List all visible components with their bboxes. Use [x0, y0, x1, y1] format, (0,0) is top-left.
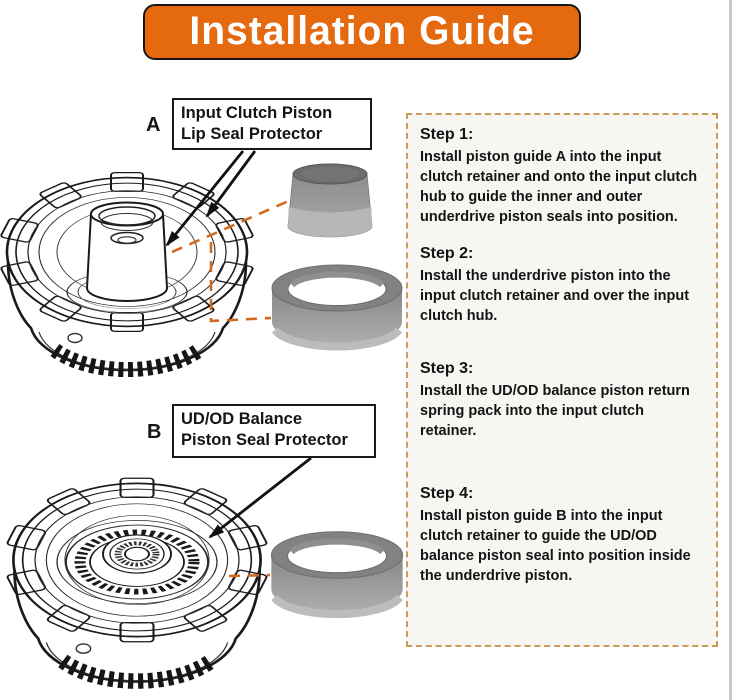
label-box-piston-guide-b: UD/OD Balance Piston Seal Protector — [172, 404, 376, 458]
connector-a-to-ring — [209, 242, 272, 323]
step-2: Step 2: Install the underdrive piston in… — [420, 245, 704, 326]
arrow-label-b-to-bowl — [208, 456, 312, 539]
label-a-line2: Lip Seal Protector — [181, 125, 323, 143]
connector-b-to-ring — [228, 573, 271, 578]
connector-a-to-cone — [171, 198, 292, 254]
label-b-line2: Piston Seal Protector — [181, 431, 348, 449]
input-clutch-retainer-drawing-a — [0, 173, 253, 370]
step-1-body: Install piston guide A into the input cl… — [420, 149, 698, 225]
pointer-arrows — [165, 150, 312, 539]
step-1: Step 1: Install piston guide A into the … — [420, 126, 704, 227]
arrow-label-a-to-hub — [165, 150, 245, 247]
part-letter-a: A — [146, 114, 161, 136]
step-3: Step 3: Install the UD/OD balance piston… — [420, 360, 704, 441]
connector-dashed-lines — [171, 198, 292, 578]
right-edge-strip — [729, 0, 732, 700]
input-clutch-retainer-drawing-b — [7, 478, 268, 681]
piston-guide-a-cone — [287, 163, 373, 238]
step-4-body: Install piston guide B into the input cl… — [420, 508, 691, 584]
page-title-banner: Installation Guide — [143, 4, 581, 60]
part-letter-b: B — [147, 421, 162, 443]
step-2-body: Install the underdrive piston into the i… — [420, 268, 690, 324]
step-4: Step 4: Install piston guide B into the … — [420, 485, 704, 586]
step-3-heading: Step 3: — [420, 360, 474, 377]
steps-panel: Step 1: Install piston guide A into the … — [406, 113, 718, 647]
step-1-heading: Step 1: — [420, 126, 474, 143]
arrow-label-a-to-bowl — [205, 150, 257, 218]
underdrive-piston-ring — [272, 265, 402, 347]
step-4-heading: Step 4: — [420, 485, 474, 502]
page-title: Installation Guide — [189, 9, 535, 54]
step-2-heading: Step 2: — [420, 245, 474, 262]
label-a-line1: Input Clutch Piston — [181, 104, 333, 122]
label-box-piston-guide-a: Input Clutch Piston Lip Seal Protector — [172, 98, 372, 150]
label-b-line1: UD/OD Balance — [181, 410, 303, 428]
step-3-body: Install the UD/OD balance piston return … — [420, 383, 690, 439]
piston-guide-b-ring — [271, 532, 402, 614]
